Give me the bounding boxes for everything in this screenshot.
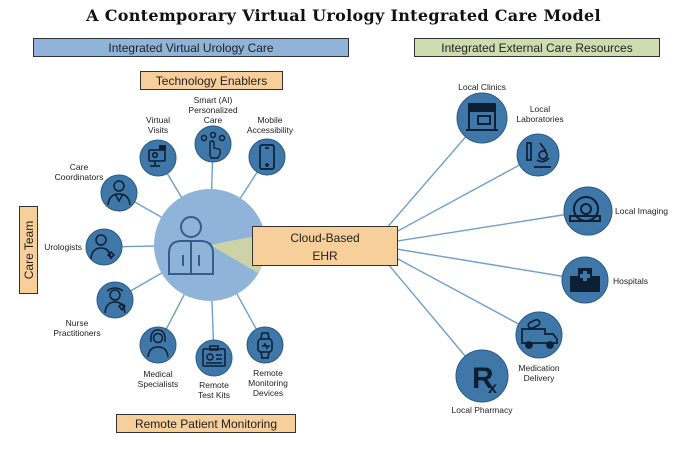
nurse-icon [104,287,127,314]
ct-scanner-icon [569,196,601,222]
svg-text:x: x [488,380,497,397]
node-mobile-accessibility [248,138,286,176]
cloud-based-ehr-box: Cloud-Based EHR [252,226,398,266]
node-nurse-practitioners [96,281,134,319]
ehr-label-line1: Cloud-Based [290,231,360,245]
label-local-imaging: Local Imaging [615,206,668,216]
node-local-imaging [563,186,613,236]
technology-enablers-header: Technology Enablers [140,71,283,90]
label-local-clinics: Local Clinics [458,82,506,92]
node-care-coordinators [100,174,138,212]
node-medication-delivery [515,311,563,359]
diagram-title: A Contemporary Virtual Urology Integrate… [86,6,601,25]
ai-touch-icon [200,131,226,159]
node-urologists [85,228,123,266]
ehr-wedge [210,234,266,273]
node-local-pharmacy: R x [455,349,509,403]
hospital-icon [570,268,600,292]
node-virtual-visits [139,139,177,177]
label-urologists: Urologists [44,242,82,252]
node-remote-test-kits [195,339,233,377]
coordinator-icon [107,180,131,206]
ambulance-icon [521,318,558,349]
node-local-laboratories [516,133,560,177]
smartwatch-icon [257,332,273,359]
integrated-virtual-care-header: Integrated Virtual Urology Care [33,38,349,57]
node-hospitals [561,256,609,304]
integrated-external-resources-header: Integrated External Care Resources [414,38,660,57]
label-hospitals: Hospitals [613,276,648,286]
doctor-icon [90,234,116,260]
smartphone-icon [259,144,275,170]
node-smart-ai-care [194,125,232,163]
node-medical-specialists [139,326,177,364]
patient-icon [168,216,214,275]
specialist-icon [147,329,169,358]
rx-icon: R [472,362,494,395]
care-team-header: Care Team [19,206,38,294]
label-local-pharmacy: Local Pharmacy [451,405,513,415]
video-call-icon [148,145,166,167]
node-remote-monitoring-devices [246,326,284,364]
microscope-icon [526,142,551,168]
ehr-label-line2: EHR [312,249,338,263]
clinic-icon [466,103,498,131]
test-kit-icon [202,345,226,367]
node-local-clinics [456,92,508,144]
remote-patient-monitoring-header: Remote Patient Monitoring [116,414,296,433]
